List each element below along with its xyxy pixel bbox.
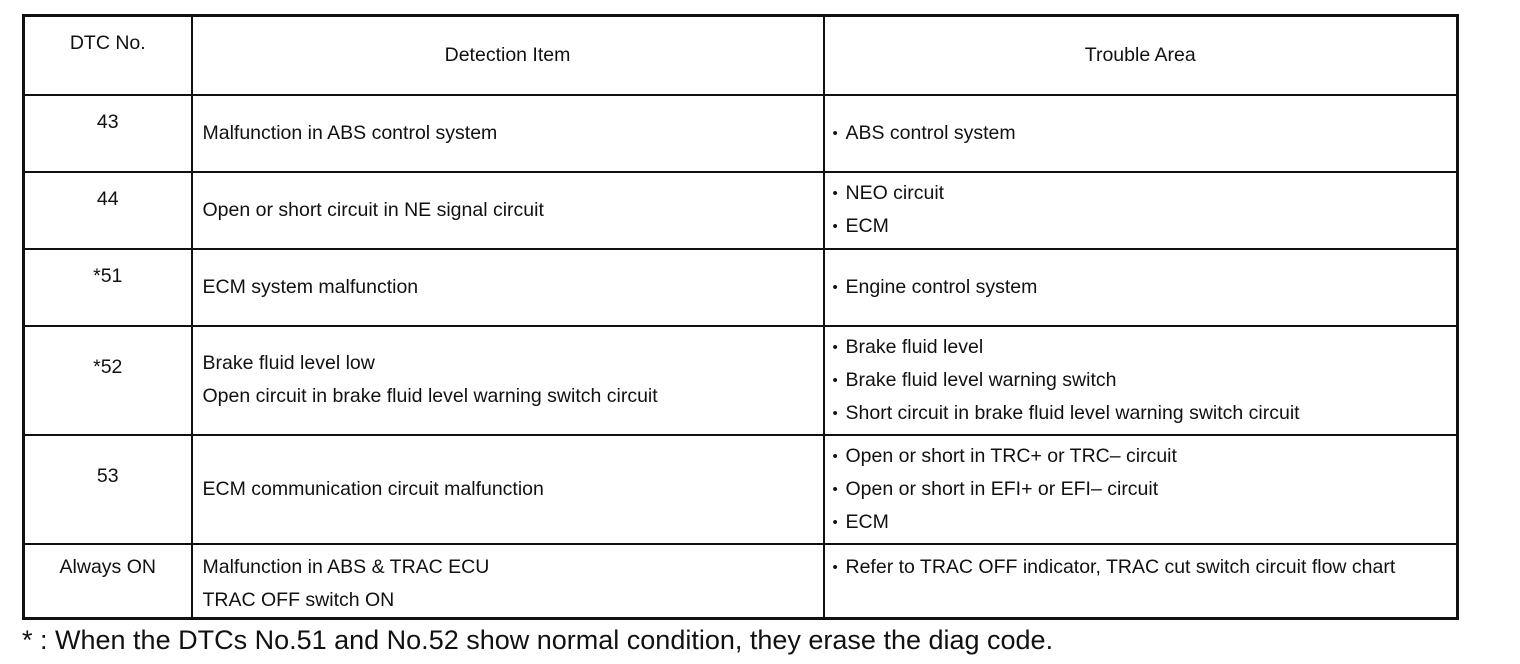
table-row: *52 Brake fluid level low Open circuit i… [22, 324, 1459, 436]
trouble-item: •ECM [833, 506, 1457, 539]
dtc-table: DTC No. Detection Item Trouble Area 43 M… [22, 14, 1459, 620]
detection-line: Brake fluid level low [202, 352, 375, 374]
detection-item: Malfunction in ABS control system [190, 93, 825, 173]
trouble-item: •Brake fluid level warning switch [833, 364, 1457, 397]
header-detection-item: Detection Item [190, 14, 825, 96]
detection-item: Brake fluid level low Open circuit in br… [190, 324, 825, 436]
dtc-code: Always ON [22, 542, 193, 619]
bullet-icon: • [832, 218, 838, 235]
trouble-item: •Open or short in TRC+ or TRC– circuit [833, 440, 1457, 473]
bullet-icon: • [832, 371, 838, 389]
detection-item: ECM communication circuit malfunction [190, 433, 825, 545]
bullet-icon: • [832, 558, 838, 576]
bullet-icon: • [832, 404, 838, 422]
detection-line: Open circuit in brake fluid level warnin… [202, 385, 658, 407]
dtc-code: 44 [22, 170, 193, 250]
bullet-icon: • [832, 185, 838, 202]
trouble-area: •NEO circuit •ECM [822, 170, 1459, 250]
table-row: *51 ECM system malfunction •Engine contr… [22, 247, 1459, 327]
table-header-row: DTC No. Detection Item Trouble Area [22, 14, 1459, 96]
bullet-icon: • [832, 278, 838, 296]
trouble-area: •Open or short in TRC+ or TRC– circuit •… [822, 433, 1459, 545]
detection-line: Open or short circuit in NE signal circu… [202, 198, 544, 221]
trouble-item: •ECM [833, 210, 1457, 243]
trouble-item: •Engine control system [833, 271, 1457, 304]
trouble-item: •NEO circuit [833, 177, 1457, 210]
table-row: 53 ECM communication circuit malfunction… [22, 433, 1459, 545]
detection-item: Malfunction in ABS & TRAC ECU TRAC OFF s… [190, 542, 825, 619]
detection-line: Malfunction in ABS & TRAC ECU [202, 555, 490, 578]
trouble-item: •ABS control system [833, 117, 1457, 150]
table-row: 43 Malfunction in ABS control system •AB… [22, 93, 1459, 173]
trouble-area: •Engine control system [822, 247, 1459, 327]
trouble-item: •Open or short in EFI+ or EFI– circuit [833, 473, 1457, 506]
bullet-icon: • [832, 338, 838, 356]
dtc-code: *51 [22, 247, 193, 327]
dtc-code: *52 [22, 324, 193, 436]
bullet-icon: • [832, 480, 838, 498]
header-dtc-no: DTC No. [22, 14, 193, 96]
dtc-code: 53 [22, 433, 193, 545]
trouble-item: •Short circuit in brake fluid level warn… [833, 397, 1457, 430]
trouble-area: •Brake fluid level •Brake fluid level wa… [822, 324, 1459, 436]
footnote: * : When the DTCs No.51 and No.52 show n… [22, 625, 1054, 655]
detection-line: ECM system malfunction [202, 275, 419, 298]
table-row: Always ON Malfunction in ABS & TRAC ECU … [22, 542, 1459, 619]
detection-item: ECM system malfunction [190, 247, 825, 327]
table-row: 44 Open or short circuit in NE signal ci… [22, 170, 1459, 250]
bullet-icon: • [832, 513, 838, 531]
bullet-icon: • [832, 124, 838, 142]
detection-line: Malfunction in ABS control system [202, 121, 498, 144]
trouble-area: •Refer to TRAC OFF indicator, TRAC cut s… [822, 542, 1459, 619]
trouble-item: •Brake fluid level [833, 331, 1457, 364]
bullet-icon: • [832, 447, 838, 465]
detection-item: Open or short circuit in NE signal circu… [190, 170, 825, 250]
header-trouble-area: Trouble Area [822, 14, 1459, 96]
trouble-area: •ABS control system [822, 93, 1459, 173]
dtc-code: 43 [22, 93, 193, 173]
trouble-item: •Refer to TRAC OFF indicator, TRAC cut s… [833, 551, 1457, 584]
detection-line: ECM communication circuit malfunction [202, 477, 544, 500]
detection-line: TRAC OFF switch ON [202, 588, 395, 611]
